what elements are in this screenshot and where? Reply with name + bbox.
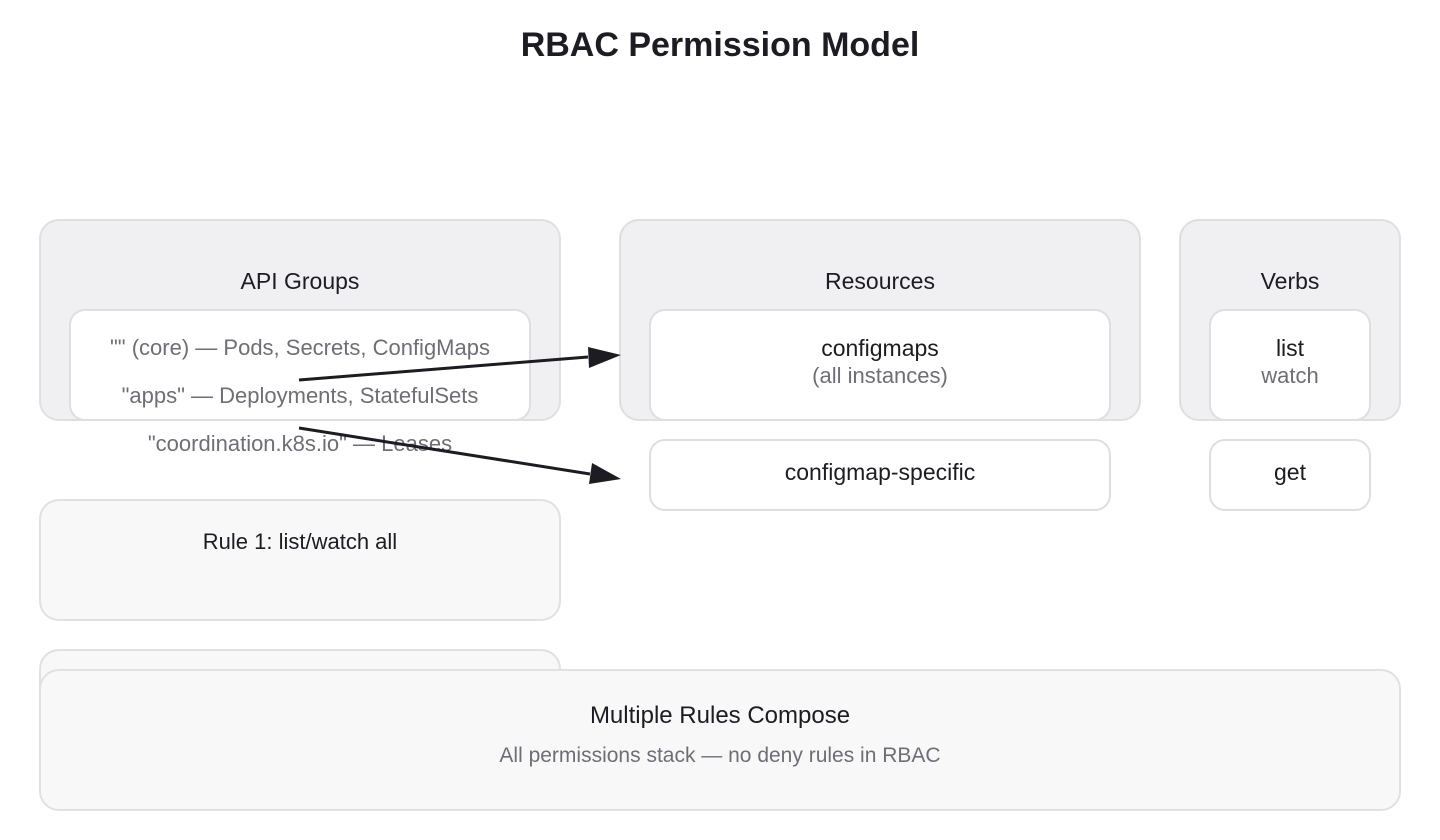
api-groups-title: API Groups <box>240 268 360 294</box>
resource-configmap-specific-name: configmap-specific <box>784 459 976 485</box>
compose-panel <box>39 669 1401 811</box>
verb-watch: watch <box>1261 363 1319 388</box>
arrowhead-configmaps <box>588 347 621 368</box>
api-group-coordination: "coordination.k8s.io" — Leases <box>147 431 453 456</box>
rule-1-box <box>39 499 561 621</box>
resource-configmaps-name: configmaps <box>821 335 939 361</box>
verb-card-list-watch <box>1209 309 1371 421</box>
verb-list: list <box>1275 335 1305 361</box>
verbs-title: Verbs <box>1260 268 1320 294</box>
resources-title: Resources <box>825 268 935 294</box>
api-group-core: "" (core) — Pods, Secrets, ConfigMaps <box>110 335 490 360</box>
api-group-apps: "apps" — Deployments, StatefulSets <box>121 383 479 408</box>
resource-card-configmaps <box>649 309 1111 421</box>
diagram-title: RBAC Permission Model <box>520 26 920 64</box>
resource-card-configmap-specific <box>649 439 1111 511</box>
rule-1-label: Rule 1: list/watch all <box>202 529 398 554</box>
verb-get: get <box>1274 459 1306 485</box>
arrowhead-configmap-specific <box>589 463 621 484</box>
resource-configmaps-detail: (all instances) <box>812 363 948 388</box>
verb-card-get <box>1209 439 1371 511</box>
compose-subtitle: All permissions stack — no deny rules in… <box>499 744 941 767</box>
compose-title: Multiple Rules Compose <box>589 702 851 729</box>
